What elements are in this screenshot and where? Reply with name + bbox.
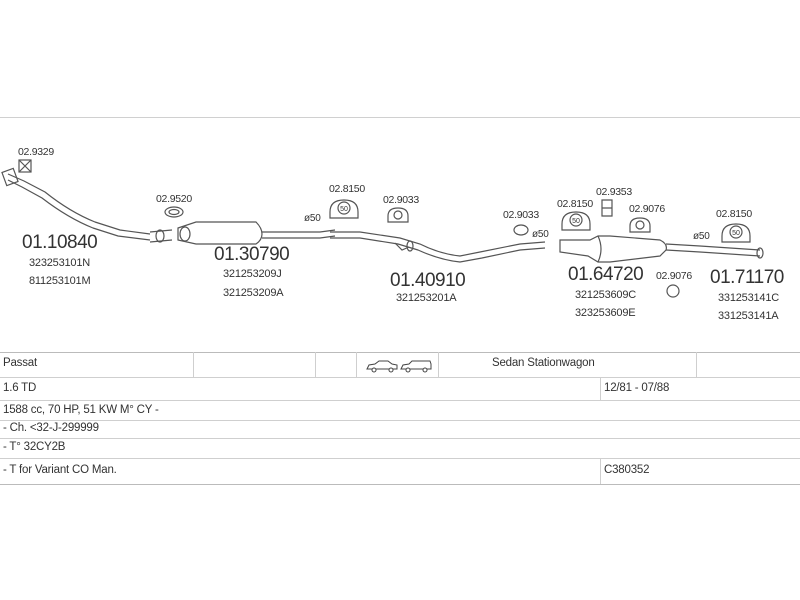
fitting-f3-icon [329, 199, 359, 219]
front-flange [1, 167, 19, 187]
part-p5-ref-1: 331253141C [718, 292, 780, 304]
fitting-f7-icon [601, 199, 613, 217]
fitting-f3-code: 02.8150 [329, 183, 365, 195]
table-variant: - T for Variant CO Man. [3, 464, 117, 476]
front-pipe-inner [7, 179, 151, 241]
table-chassis: - Ch. <32-J-299999 [3, 422, 99, 434]
fitting-f7-code: 02.9353 [596, 186, 632, 198]
clamp-c2-label: 50 [572, 218, 580, 225]
fitting-f2-icon [164, 206, 184, 218]
fitting-f10-icon [721, 223, 751, 243]
top-rule [0, 117, 800, 118]
part-p1-code: 01.10840 [22, 232, 98, 253]
diameter-d1: ø50 [304, 213, 321, 224]
part-p2-ref-2: 321253209A [223, 287, 284, 299]
center-pipe [330, 231, 546, 257]
part-p4-code: 01.64720 [568, 264, 644, 285]
fitting-f6-icon [561, 211, 591, 231]
fitting-f6-code: 02.8150 [557, 198, 593, 210]
diameter-d3: ø50 [693, 231, 710, 242]
fitting-f9-icon [666, 284, 680, 298]
part-p1-ref-1: 323253101N [29, 257, 91, 269]
part-p5-code: 01.71170 [710, 267, 784, 288]
fitting-f4-code: 02.9033 [383, 194, 419, 206]
part-p4-ref-2: 323253609E [575, 307, 636, 319]
fitting-f1-icon [18, 159, 32, 173]
fitting-f5-code: 02.9033 [503, 209, 539, 221]
middle-silencer [177, 221, 263, 245]
table-body-types: Sedan Stationwagon [492, 357, 595, 369]
clamp-c3-label: 50 [732, 230, 740, 237]
part-p3-ref-1: 321253201A [396, 292, 457, 304]
fitting-f9-code: 02.9076 [656, 270, 692, 282]
table-type: - T° 32CY2B [3, 441, 66, 453]
fitting-f5-icon [513, 224, 529, 236]
car-body-icons [366, 360, 432, 373]
fitting-f10-code: 02.8150 [716, 208, 752, 220]
part-p4-ref-1: 321253609C [575, 289, 637, 301]
fitting-f8-icon [629, 217, 651, 233]
table-model: Passat [3, 357, 37, 369]
fitting-f2-code: 02.9520 [156, 193, 192, 205]
part-p5-ref-2: 331253141A [718, 310, 779, 322]
fitting-f8-code: 02.9076 [629, 203, 665, 215]
part-p2-code: 01.30790 [214, 244, 290, 265]
table-engine: 1.6 TD [3, 382, 37, 394]
table-spec: 1588 cc, 70 HP, 51 KW M° CY - [3, 404, 159, 416]
tailpipe [665, 243, 761, 257]
fitting-f4-icon [387, 207, 409, 223]
front-pipe [7, 173, 151, 235]
table-catalog: C380352 [604, 464, 650, 476]
diameter-d2: ø50 [532, 229, 549, 240]
rear-silencer [559, 235, 667, 263]
part-p1-ref-2: 811253101M [29, 275, 91, 287]
clamp-c1-label: 50 [340, 206, 348, 213]
part-p2-ref-1: 321253209J [223, 268, 282, 280]
table-years: 12/81 - 07/88 [604, 382, 670, 394]
part-p3-code: 01.40910 [390, 270, 466, 291]
fitting-f1-code: 02.9329 [18, 146, 54, 158]
